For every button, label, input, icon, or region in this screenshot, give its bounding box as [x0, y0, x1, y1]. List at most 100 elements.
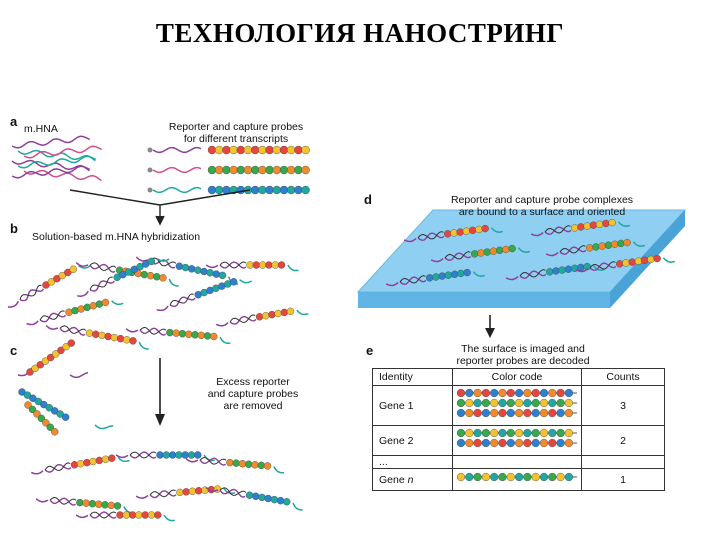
count-cell — [581, 455, 665, 469]
table-header-row: Identity Color code Counts — [372, 368, 665, 386]
barcode-bead — [465, 408, 474, 418]
reporter-bead — [250, 185, 260, 195]
barcode-bead — [506, 398, 515, 408]
reporter-bead — [77, 305, 85, 313]
barcode-bead — [548, 398, 557, 408]
reporter-bead — [176, 488, 184, 497]
reporter-bead — [438, 272, 446, 280]
barcode-bead — [564, 388, 574, 398]
reporter-bead — [56, 410, 64, 418]
reporter-bead — [272, 185, 281, 195]
hybrid-strand — [39, 312, 67, 323]
reporter-bead — [577, 263, 585, 272]
hybrid-strand — [399, 276, 427, 286]
mrna-strand — [30, 470, 44, 475]
mrna-strand — [292, 502, 303, 511]
reporter-bead — [552, 267, 560, 275]
reporter-bead — [274, 309, 282, 318]
barcode-bead — [481, 388, 491, 398]
reporter-bead — [232, 459, 240, 467]
mrna-strand — [215, 322, 229, 327]
mrna-strand — [545, 251, 559, 257]
reporter-bead — [283, 498, 291, 506]
mrna-strand — [296, 309, 309, 316]
hybrid-strand — [149, 489, 176, 498]
reporter-bead — [181, 263, 190, 272]
barcode-bead — [556, 438, 565, 448]
hybrid-strand — [219, 261, 247, 269]
reporter-bead — [83, 303, 91, 312]
reporter-bead — [262, 311, 270, 320]
hybrid-strand — [19, 288, 45, 302]
mrna-strand — [111, 300, 124, 306]
reporter-bead — [53, 275, 61, 283]
reporter-bead — [222, 145, 231, 155]
reporter-bead — [203, 332, 212, 340]
reporter-bead — [146, 271, 155, 280]
mrna-strand — [78, 264, 92, 269]
barcode-bead — [523, 428, 532, 438]
reporter-bead — [69, 265, 77, 273]
barcode-bead — [490, 438, 499, 448]
reporter-bead — [301, 165, 310, 175]
hybrid-strand — [219, 488, 246, 498]
barcode-bead — [523, 398, 532, 408]
mrna-strand — [219, 336, 231, 345]
reporter-bead — [108, 454, 116, 462]
hybrid-strand — [559, 246, 587, 256]
barcode-bead — [514, 438, 524, 448]
probes-label-line2: for different transcripts — [183, 133, 289, 145]
barcode-bead — [456, 472, 466, 482]
imaging-label-line1: The surface is imaged and — [461, 343, 585, 355]
barcode-bead — [481, 438, 491, 448]
reporter-bead — [640, 256, 649, 265]
reporter-bead — [51, 407, 59, 415]
reporter-bead — [608, 218, 616, 227]
reporter-bead — [263, 462, 272, 470]
gene-n-prefix: Gene — [379, 473, 408, 486]
reporter-bead — [286, 307, 295, 316]
mrna-strand — [94, 424, 114, 430]
barcode-bead — [531, 408, 540, 418]
reporter-bead — [110, 333, 119, 342]
reporter-bead — [156, 451, 164, 459]
hybrid-strand — [44, 463, 72, 473]
reporter-bead — [502, 245, 510, 254]
mrna-strand — [156, 258, 170, 262]
mrna-strand — [592, 265, 605, 271]
reporter-bead — [212, 270, 221, 278]
reporter-bead — [226, 458, 234, 467]
reporter-bead — [243, 165, 253, 175]
barcode-bead — [539, 398, 549, 408]
barcode-bead — [531, 438, 540, 448]
removal-label: Excess reporter and capture probes are r… — [178, 376, 328, 412]
reporter-bead — [210, 332, 218, 341]
reporter-bead — [214, 185, 224, 195]
reporter-bead — [255, 313, 264, 321]
reporter-bead — [265, 145, 274, 155]
reporter-bead — [88, 500, 97, 508]
reporter-bead — [628, 258, 636, 266]
barcode-bead — [490, 398, 499, 408]
hybrid-strand — [544, 225, 571, 234]
hybrid-strand — [519, 270, 547, 280]
barcode-bead — [456, 408, 466, 418]
reporter-bead — [128, 511, 137, 519]
barcode-bead — [481, 398, 491, 408]
reporter-bead — [604, 241, 613, 249]
reporter-bead — [185, 330, 193, 338]
reporter-bead — [58, 271, 67, 280]
barcode-bead — [465, 428, 474, 438]
reporter-bead — [251, 461, 259, 469]
hybrid-strand — [149, 490, 177, 499]
barcode-bead — [556, 472, 565, 482]
mrna-strand — [26, 320, 39, 326]
reporter-bead — [238, 460, 247, 468]
mrna-strand — [69, 371, 89, 379]
barcode-bead — [556, 398, 565, 408]
surface-binding-label-line1: Reporter and capture probe complexes — [450, 194, 634, 206]
hybrid-strand — [519, 269, 546, 278]
barcode-group — [456, 472, 577, 482]
reporter-bead — [98, 331, 106, 340]
